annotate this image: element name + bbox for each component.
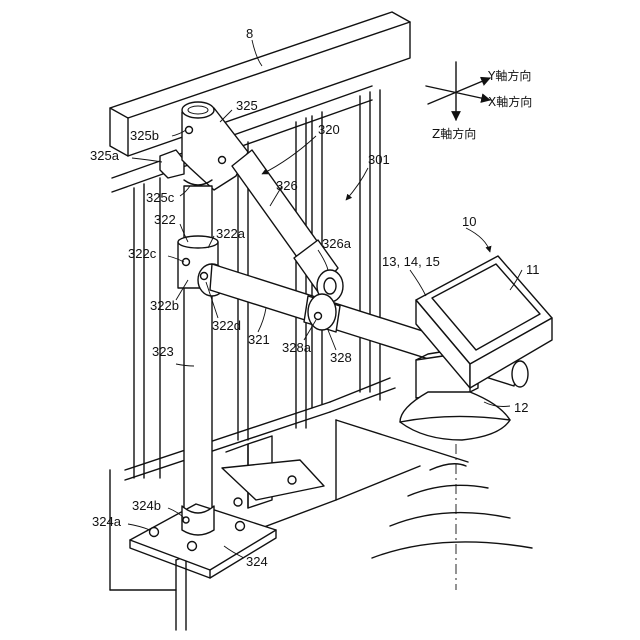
label-11: 11 <box>526 262 540 277</box>
vertical-pipe-323 <box>184 180 212 514</box>
label-322: 322 <box>154 212 176 227</box>
label-325c: 325c <box>146 190 175 205</box>
label-328a: 328a <box>282 340 312 355</box>
label-301: 301 <box>368 152 390 167</box>
label-321: 321 <box>248 332 270 347</box>
label-322a: 322a <box>216 226 246 241</box>
z-axis-label: Z軸方向 <box>432 126 476 141</box>
label-324: 324 <box>246 554 268 569</box>
label-13-14-15: 13, 14, 15 <box>382 254 440 269</box>
label-324a: 324a <box>92 514 122 529</box>
label-325a: 325a <box>90 148 120 163</box>
label-328: 328 <box>330 350 352 365</box>
label-12: 12 <box>514 400 528 415</box>
emitter-cone-12 <box>400 392 510 440</box>
label-322c: 322c <box>128 246 157 261</box>
label-325: 325 <box>236 98 258 113</box>
y-axis-label: Y軸方向 <box>487 68 531 83</box>
label-324b: 324b <box>132 498 161 513</box>
label-322b: 322b <box>150 298 179 313</box>
label-10: 10 <box>462 214 476 229</box>
label-8: 8 <box>246 26 253 41</box>
axis-indicator: Y軸方向 X軸方向 Z軸方向 <box>426 62 532 141</box>
label-326a: 326a <box>322 236 352 251</box>
label-320: 320 <box>318 122 340 137</box>
label-322d: 322d <box>212 318 241 333</box>
sound-waves <box>372 444 532 590</box>
label-326: 326 <box>276 178 298 193</box>
x-axis-label: X軸方向 <box>488 94 532 109</box>
label-325b: 325b <box>130 128 159 143</box>
label-323: 323 <box>152 344 174 359</box>
